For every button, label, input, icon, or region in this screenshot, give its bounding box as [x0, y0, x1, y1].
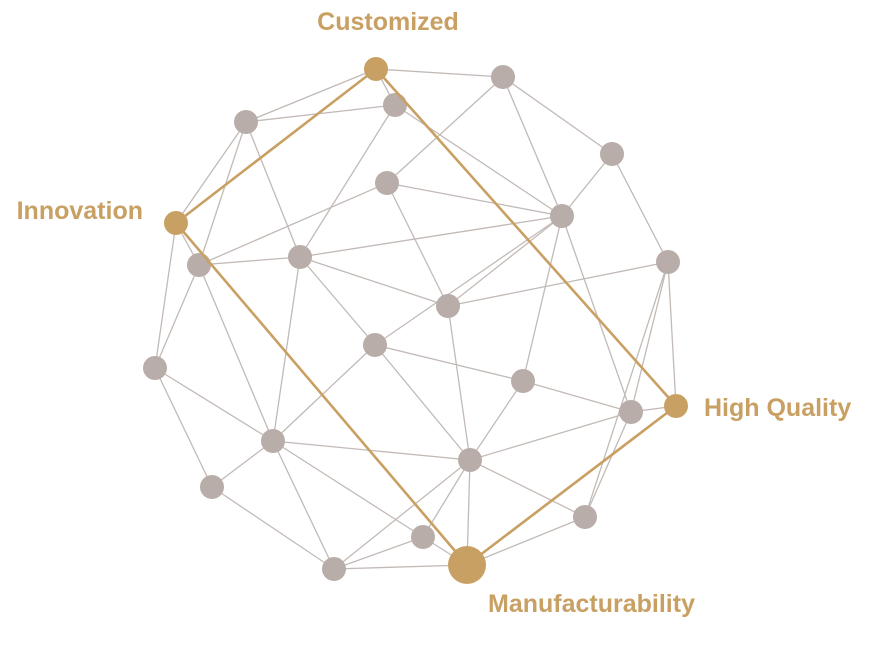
network-edge [198, 256, 301, 266]
network-edge [611, 153, 669, 263]
network-node [458, 448, 482, 472]
network-edge [667, 261, 677, 407]
network-edge [630, 261, 669, 413]
network-edge [198, 264, 274, 442]
network-node [363, 333, 387, 357]
network-edge [272, 440, 471, 461]
network-edge [469, 459, 586, 518]
network-node [600, 142, 624, 166]
network-edge [154, 367, 213, 488]
node-customized [364, 57, 388, 81]
network-node [619, 400, 643, 424]
network-edge [211, 486, 335, 570]
network-edge [469, 380, 524, 461]
network-edge [299, 256, 449, 307]
network-edge [561, 215, 632, 413]
network-edge [245, 68, 377, 123]
node-manufacturability [448, 546, 486, 584]
network-edge [375, 68, 504, 78]
highlight-outline [174, 67, 678, 567]
network-node [511, 369, 535, 393]
network-edge [299, 215, 563, 258]
network-edge [374, 215, 563, 346]
network-edge [584, 261, 669, 518]
network-edge [447, 305, 471, 461]
network-node [187, 253, 211, 277]
highlight-nodes [164, 57, 688, 584]
network-edge [422, 459, 471, 538]
network-edge [386, 182, 449, 307]
network-node [234, 110, 258, 134]
network-node [375, 171, 399, 195]
network-nodes [143, 65, 680, 581]
network-edge [154, 367, 274, 442]
network-edge [386, 182, 563, 217]
network-edge [374, 344, 471, 461]
label-manufacturability: Manufacturability [488, 590, 695, 618]
network-node [411, 525, 435, 549]
network-edge [466, 516, 586, 566]
label-innovation: Innovation [17, 197, 143, 225]
network-edge [333, 459, 471, 570]
network-edge [245, 104, 396, 123]
network-edge [333, 564, 468, 570]
network-edges [154, 68, 677, 570]
network-edge [584, 411, 632, 518]
network-edge [502, 76, 563, 217]
node-high-quality [664, 394, 688, 418]
network-edge [522, 215, 563, 382]
network-edge [394, 104, 563, 217]
network-node [261, 429, 285, 453]
network-edge [447, 261, 669, 307]
network-edge [272, 344, 376, 442]
network-edge [211, 440, 274, 488]
network-edge [447, 215, 563, 307]
network-edge [333, 536, 424, 570]
network-node [322, 557, 346, 581]
network-edge [245, 121, 301, 258]
network-node [573, 505, 597, 529]
network-edge [469, 411, 632, 461]
network-edge [502, 76, 613, 155]
network-edge [175, 121, 247, 224]
network-edge [198, 121, 247, 266]
network-edge [198, 182, 388, 266]
network-edge [272, 256, 301, 442]
network-node [550, 204, 574, 228]
network-edge [272, 440, 335, 570]
network-node [436, 294, 460, 318]
network-edge [299, 104, 396, 258]
network-node [288, 245, 312, 269]
label-customized: Customized [317, 8, 459, 36]
network-node [143, 356, 167, 380]
network-edge [154, 222, 177, 369]
network-edge [522, 380, 632, 413]
network-edge [299, 256, 376, 346]
node-innovation [164, 211, 188, 235]
network-node [656, 250, 680, 274]
label-high-quality: High Quality [704, 394, 851, 422]
network-node [200, 475, 224, 499]
network-edge [272, 440, 424, 538]
network-edge [386, 76, 504, 184]
network-node [383, 93, 407, 117]
network-node [491, 65, 515, 89]
network-edge [374, 344, 524, 382]
highlight-quadrilateral [174, 67, 678, 567]
network-edge [154, 264, 200, 369]
network-edge [561, 153, 613, 217]
